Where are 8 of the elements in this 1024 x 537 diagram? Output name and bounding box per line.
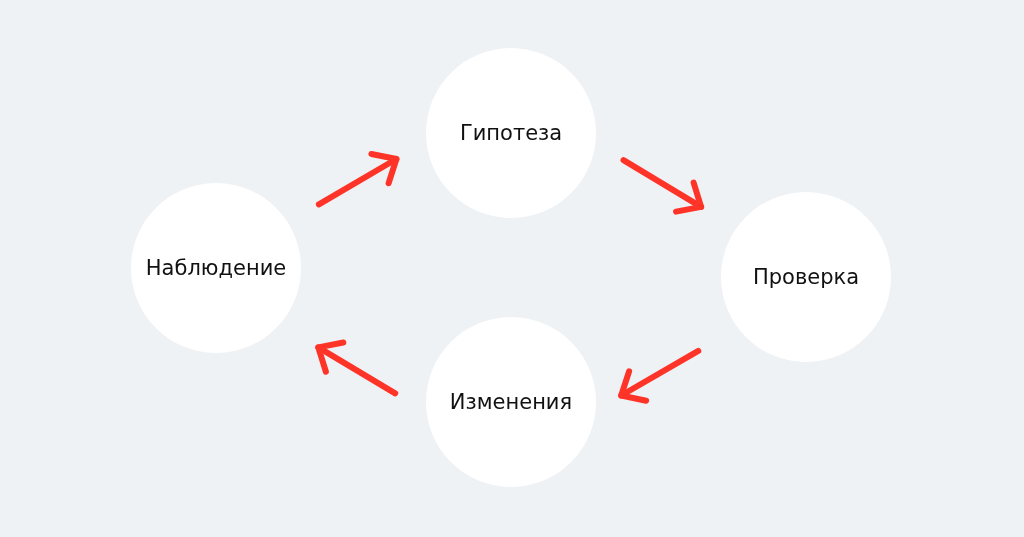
node-label: Изменения bbox=[449, 390, 573, 414]
arrow bbox=[618, 347, 702, 404]
node-label: Гипотеза bbox=[459, 121, 563, 145]
node-label: Наблюдение bbox=[145, 256, 287, 280]
arrow bbox=[315, 339, 399, 397]
node-label: Проверка bbox=[752, 265, 860, 289]
arrow bbox=[620, 157, 705, 215]
arrow bbox=[315, 150, 400, 208]
